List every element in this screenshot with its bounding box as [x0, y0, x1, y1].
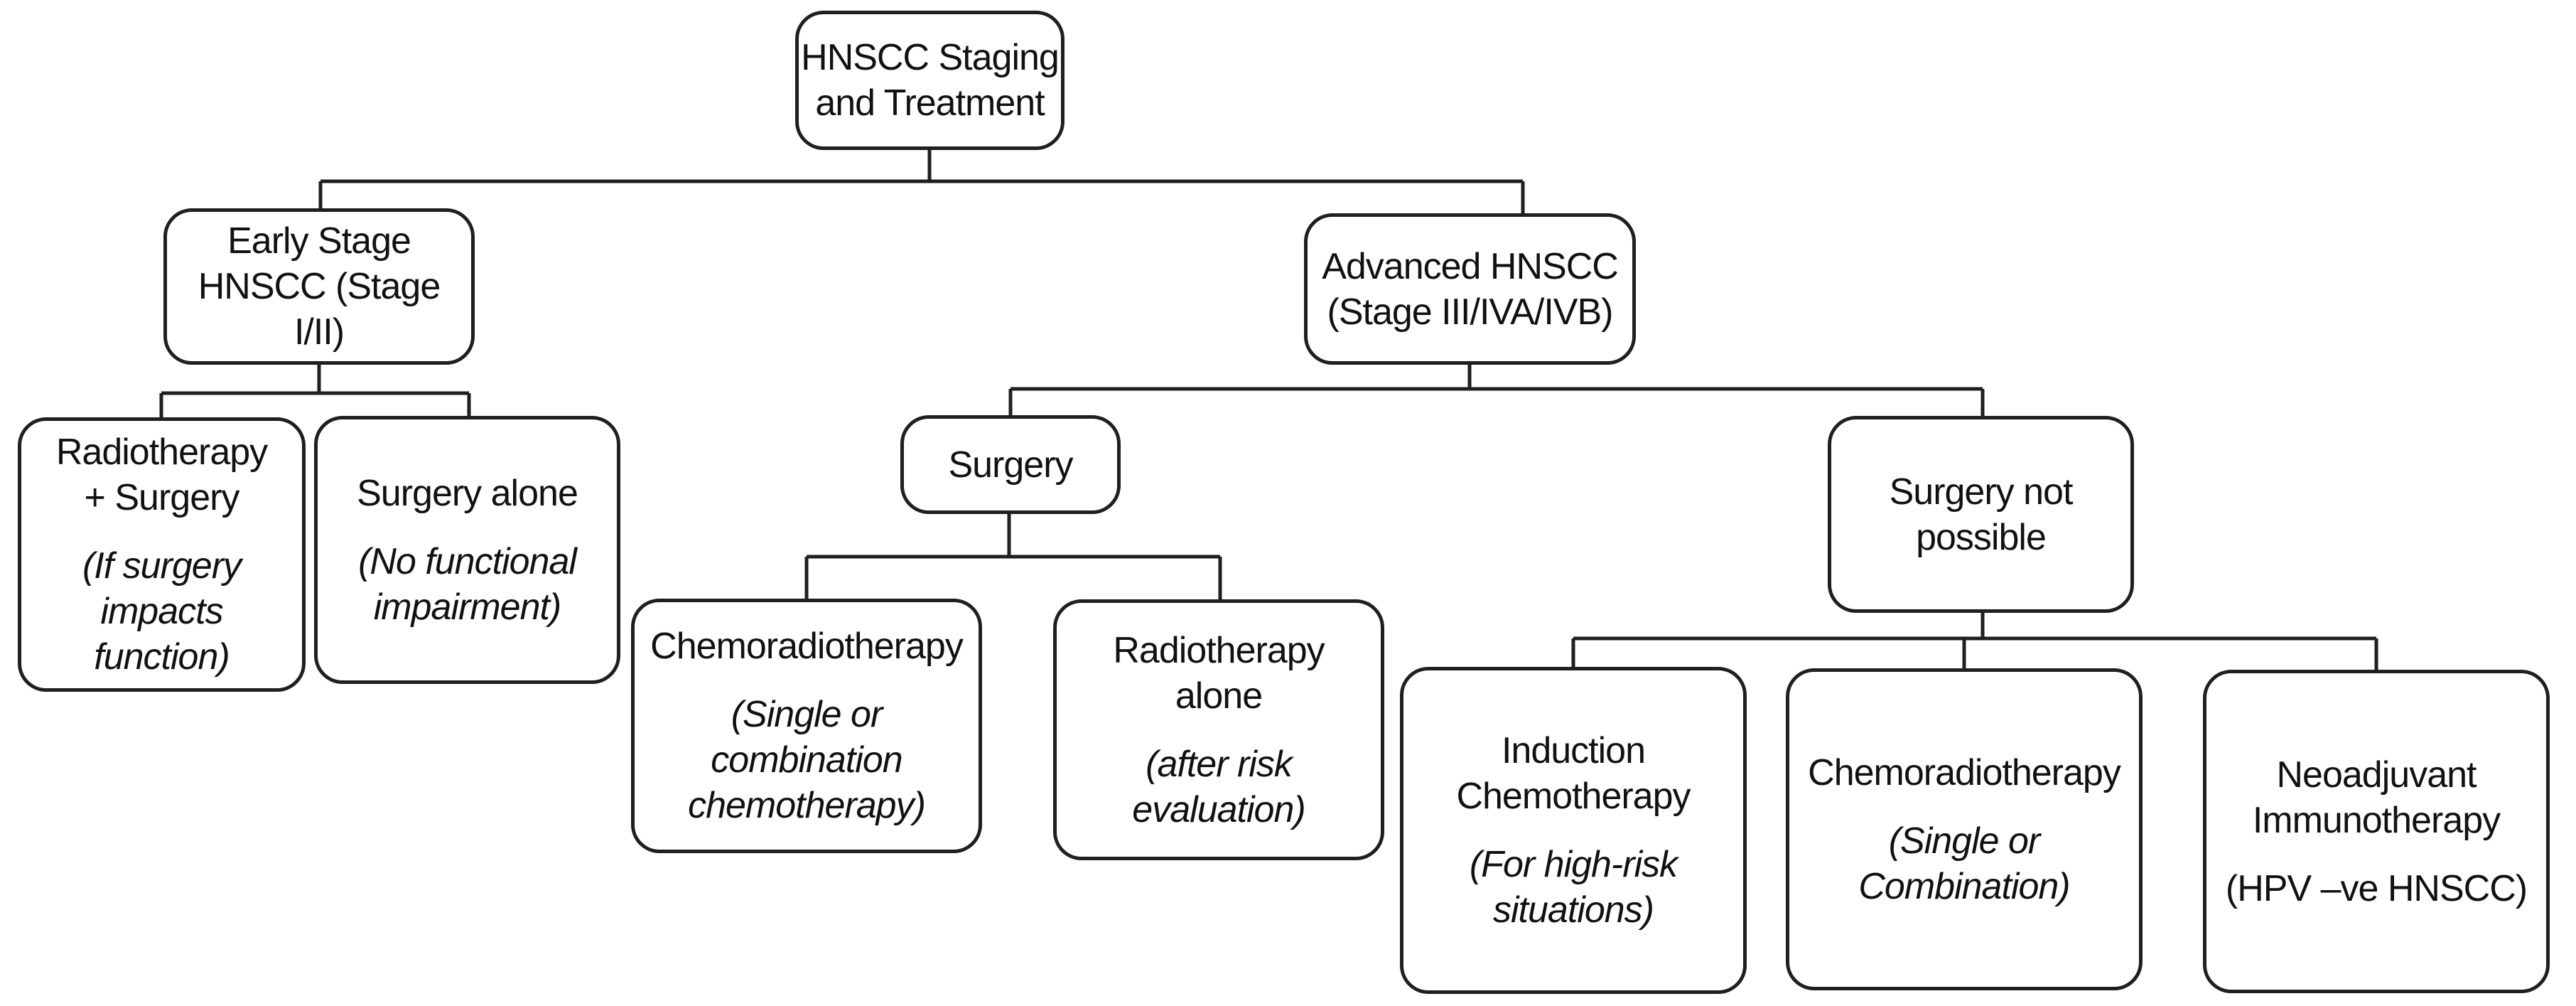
node-surgery-alone: Surgery alone (No functional impairment): [314, 416, 620, 684]
node-title: HNSCC Staging and Treatment: [801, 37, 1060, 124]
connector-surgery-not-possible-to-children: [1571, 613, 2378, 670]
node-title: Surgery not possible: [1889, 471, 2074, 558]
node-early-stage-hnscc: Early Stage HNSCC (Stage I/II): [163, 208, 475, 365]
node-surgery-not-possible: Surgery not possible: [1828, 416, 2134, 613]
node-title: Neoadjuvant Immunotherapy: [2252, 754, 2501, 841]
node-note: (HPV –ve HNSCC): [2225, 867, 2528, 909]
node-note: (No functional impairment): [358, 540, 577, 628]
node-title: Radiotherapy + Surgery: [55, 432, 268, 518]
node-advanced-hnscc: Advanced HNSCC (Stage III/IVA/IVB): [1304, 213, 1636, 365]
node-radiotherapy-plus-surgery: Radiotherapy + Surgery (If surgery impac…: [18, 417, 306, 692]
connector-surgery-to-children: [804, 514, 1222, 599]
node-title: Surgery alone: [357, 472, 578, 514]
node-chemoradiotherapy-post-surgery: Chemoradiotherapy (Single or combination…: [631, 599, 982, 853]
node-hnscc-staging-and-treatment: HNSCC Staging and Treatment: [795, 11, 1065, 150]
connector-early-stage-to-children: [159, 365, 471, 417]
node-induction-chemotherapy: Induction Chemotherapy (For high-risk si…: [1400, 667, 1747, 994]
node-title: Early Stage HNSCC (Stage I/II): [198, 220, 441, 353]
node-note: (Single or combination chemotherapy): [688, 694, 926, 826]
connector-advanced-to-children: [1008, 365, 1985, 416]
node-note: (For high-risk situations): [1469, 844, 1678, 931]
connector-root-to-stage-branches: [318, 150, 1525, 213]
node-title: Chemoradiotherapy: [650, 626, 964, 667]
node-title: Radiotherapy alone: [1113, 629, 1325, 717]
node-note: (Single or Combination): [1858, 820, 2070, 907]
node-title: Induction Chemotherapy: [1456, 730, 1691, 817]
node-chemoradiotherapy-inoperable: Chemoradiotherapy (Single or Combination…: [1786, 668, 2143, 990]
node-surgery: Surgery: [900, 415, 1121, 514]
node-title: Surgery: [948, 444, 1073, 486]
node-title: Advanced HNSCC (Stage III/IVA/IVB): [1322, 245, 1619, 333]
node-note: (If surgery impacts function): [82, 545, 242, 678]
node-neoadjuvant-immunotherapy: Neoadjuvant Immunotherapy (HPV –ve HNSCC…: [2203, 670, 2550, 993]
node-note: (after risk evaluation): [1132, 743, 1305, 830]
node-radiotherapy-alone: Radiotherapy alone (after risk evaluatio…: [1053, 599, 1384, 860]
node-title: Chemoradiotherapy: [1808, 751, 2121, 793]
